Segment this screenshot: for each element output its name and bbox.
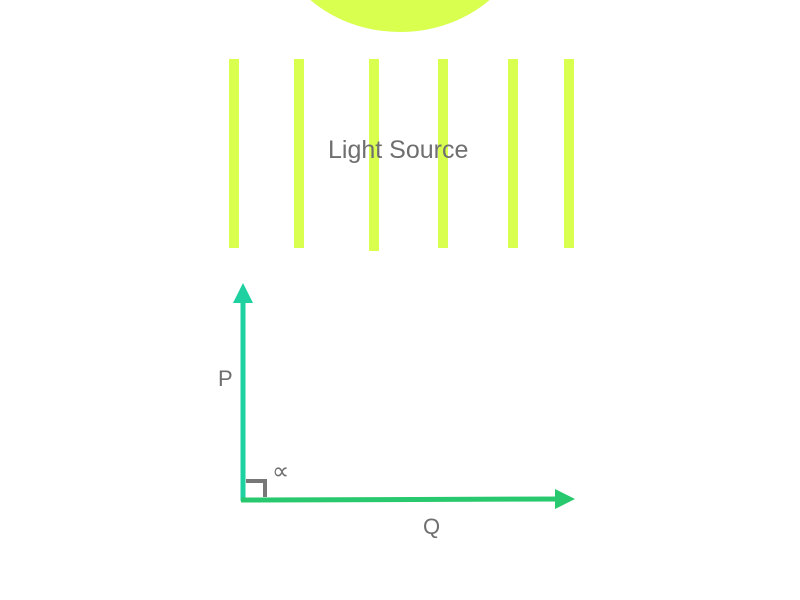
light-ray-4 bbox=[438, 59, 448, 248]
vector-q-arrow bbox=[240, 489, 575, 510]
light-ray-3 bbox=[369, 59, 379, 251]
right-angle-marker-icon bbox=[246, 479, 267, 497]
angle-label: ∝ bbox=[272, 458, 290, 485]
vector-q-label: Q bbox=[423, 514, 441, 539]
light-ray-1 bbox=[229, 59, 239, 248]
light-ray-6 bbox=[564, 59, 574, 248]
light-source-icon bbox=[310, 0, 490, 32]
light-ray-5 bbox=[508, 59, 518, 248]
light-rays bbox=[229, 59, 574, 251]
light-ray-2 bbox=[294, 59, 304, 248]
vector-p-label: P bbox=[218, 366, 233, 391]
light-source-label: Light Source bbox=[328, 136, 469, 164]
